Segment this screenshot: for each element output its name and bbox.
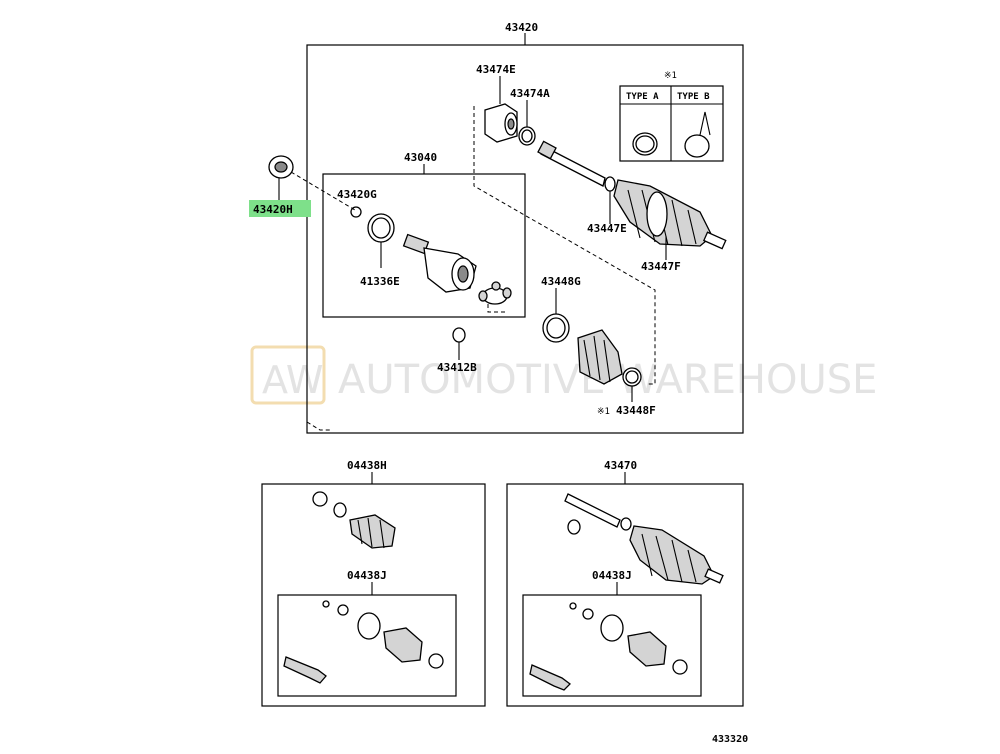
drive-shaft-icon[interactable] bbox=[537, 140, 727, 250]
label-43412B[interactable]: 43412B bbox=[437, 361, 477, 374]
kit-04438H-parts-icon[interactable] bbox=[312, 491, 396, 549]
label-43420[interactable]: 43420 bbox=[505, 21, 538, 34]
highlight-43420H bbox=[249, 200, 311, 217]
label-43447E[interactable]: 43447E bbox=[587, 222, 627, 235]
tripod-icon[interactable] bbox=[478, 281, 512, 305]
label-43474E[interactable]: 43474E bbox=[476, 63, 516, 76]
note-symbol-43448F: ※1 bbox=[597, 407, 610, 417]
label-04438H[interactable]: 04438H bbox=[347, 459, 387, 472]
part-43474E-icon[interactable] bbox=[484, 103, 518, 143]
label-43420H[interactable]: 43420H bbox=[253, 203, 293, 216]
boot-icon[interactable] bbox=[577, 329, 623, 385]
label-43448G[interactable]: 43448G bbox=[541, 275, 581, 288]
clamp-type-b-icon bbox=[684, 134, 710, 158]
type-b-label: TYPE B bbox=[677, 92, 710, 102]
note-symbol: ※1 bbox=[664, 71, 677, 81]
part-43448G-icon[interactable] bbox=[542, 313, 570, 343]
kit-box-04438J-left bbox=[277, 594, 457, 697]
kit-04438J-left-parts-icon[interactable] bbox=[283, 600, 444, 684]
watermark: AW AUTOMOTIVE WAREHOUSE bbox=[250, 345, 877, 405]
kit-box-04438J-right bbox=[522, 594, 702, 697]
watermark-logo: AW bbox=[262, 358, 324, 402]
clamp-type-box: TYPE A TYPE B bbox=[619, 85, 724, 162]
part-43474A-icon[interactable] bbox=[518, 126, 536, 146]
kit-04438J-right-parts-icon[interactable] bbox=[529, 602, 688, 691]
label-43470[interactable]: 43470 bbox=[604, 459, 637, 472]
label-43447F[interactable]: 43447F bbox=[641, 260, 681, 273]
label-43448F[interactable]: 43448F bbox=[616, 404, 656, 417]
label-43474A[interactable]: 43474A bbox=[510, 87, 550, 100]
part-43420H-icon[interactable] bbox=[268, 155, 294, 179]
label-43420G[interactable]: 43420G bbox=[337, 188, 377, 201]
part-41336E-icon[interactable] bbox=[367, 213, 395, 243]
page-reference: 433320 bbox=[712, 734, 748, 745]
kit-box-04438H bbox=[261, 483, 486, 707]
kit-43470-shaft-icon[interactable] bbox=[564, 493, 724, 585]
label-04438J-left[interactable]: 04438J bbox=[347, 569, 387, 582]
label-04438J-right[interactable]: 04438J bbox=[592, 569, 632, 582]
label-41336E[interactable]: 41336E bbox=[360, 275, 400, 288]
watermark-logo-frame bbox=[250, 345, 326, 405]
label-43040[interactable]: 43040 bbox=[404, 151, 437, 164]
inboard-joint-icon[interactable] bbox=[402, 233, 477, 293]
part-43412B-icon[interactable] bbox=[452, 327, 466, 343]
type-a-label: TYPE A bbox=[626, 92, 659, 102]
guide-line bbox=[473, 106, 656, 385]
part-43448F-icon[interactable] bbox=[622, 367, 642, 387]
